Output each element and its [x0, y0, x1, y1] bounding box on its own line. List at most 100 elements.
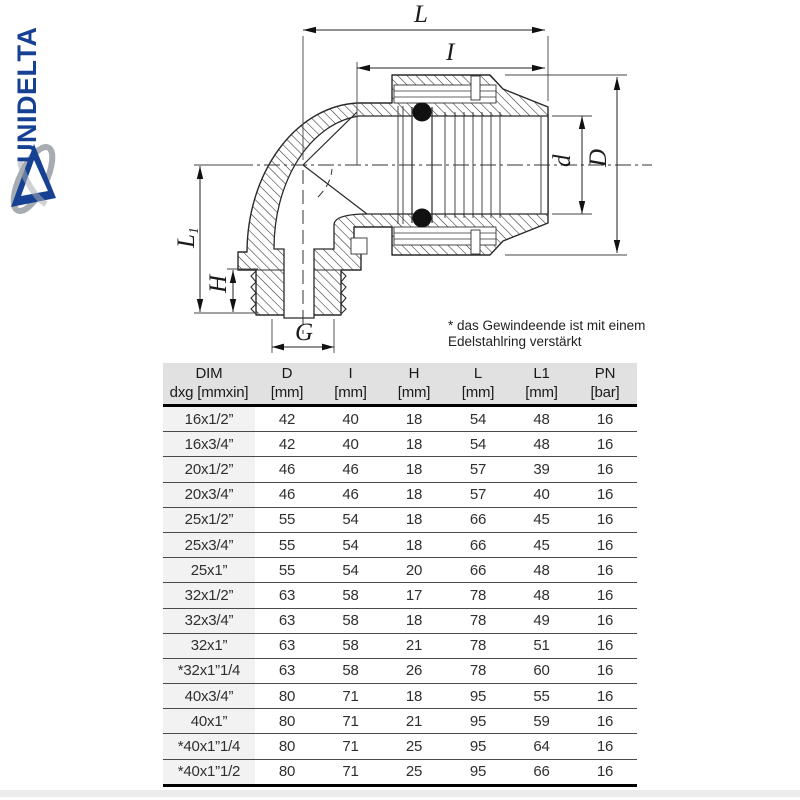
unidelta-logo: UNIDELTA [0, 0, 70, 240]
value-cell: 55 [255, 557, 319, 584]
value-cell: 16 [573, 759, 637, 787]
value-cell: 16 [573, 608, 637, 634]
value-cell: 95 [446, 683, 510, 710]
column-header-D: D[mm] [255, 363, 319, 407]
dim-cell: 40x3/4” [163, 683, 255, 710]
value-cell: 25 [382, 733, 446, 760]
value-cell: 78 [446, 633, 510, 659]
unidelta-swoosh-icon [10, 144, 56, 214]
nut-slit-bottom [470, 229, 481, 255]
value-cell: 21 [382, 633, 446, 659]
value-cell: 63 [255, 608, 319, 634]
value-cell: 71 [319, 683, 382, 710]
value-cell: 55 [255, 507, 319, 533]
dim-label-L1-base: L [173, 234, 200, 249]
value-cell: 45 [510, 507, 573, 533]
nut-thread-gap-top [393, 84, 497, 104]
column-header-L: L[mm] [446, 363, 510, 407]
dim-cell: 25x1/2” [163, 507, 255, 533]
value-cell: 51 [510, 633, 573, 659]
dim-label-H: H [205, 273, 232, 294]
dim-cell: *40x1”1/4 [163, 733, 255, 760]
value-cell: 59 [510, 708, 573, 735]
column-header-L1: L1[mm] [510, 363, 573, 407]
value-cell: 16 [573, 456, 637, 483]
value-cell: 54 [319, 507, 382, 533]
nut-slit-top [470, 75, 481, 101]
value-cell: 16 [573, 532, 637, 559]
value-cell: 16 [573, 557, 637, 584]
footnote-line-2: Edelstahlring verstärkt [448, 334, 582, 349]
dim-label-L1-sub: 1 [187, 227, 202, 234]
column-header-H: H[mm] [382, 363, 446, 407]
value-cell: 39 [510, 456, 573, 483]
value-cell: 46 [319, 482, 382, 508]
value-cell: 16 [573, 405, 637, 433]
value-cell: 80 [255, 683, 319, 710]
value-cell: 16 [573, 708, 637, 735]
value-cell: 16 [573, 658, 637, 685]
column-header-title: DIM [195, 365, 223, 382]
column-header-unit: [mm] [334, 384, 367, 401]
dim-cell: 32x3/4” [163, 608, 255, 634]
dim-cell: 32x1” [163, 633, 255, 659]
o-ring-top [412, 102, 432, 122]
value-cell: 66 [446, 507, 510, 533]
column-header-unit: [mm] [525, 384, 558, 401]
column-header-unit: [mm] [270, 384, 304, 401]
value-cell: 46 [255, 456, 319, 483]
extension-lines [194, 36, 627, 353]
value-cell: 95 [446, 708, 510, 735]
dimension-arrows [196, 26, 621, 351]
dim-cell: 16x3/4” [163, 431, 255, 458]
dim-cell: 40x1” [163, 708, 255, 735]
value-cell: 40 [319, 431, 382, 458]
column-header-title: I [348, 365, 353, 382]
value-cell: 71 [319, 759, 382, 787]
value-cell: 54 [446, 405, 510, 433]
value-cell: 45 [510, 532, 573, 559]
dim-label-I: I [445, 39, 456, 66]
dim-cell: 20x1/2” [163, 456, 255, 483]
value-cell: 55 [255, 532, 319, 559]
value-cell: 16 [573, 431, 637, 458]
orbit-ellipse-front [17, 161, 48, 207]
dim-cell: 25x3/4” [163, 532, 255, 559]
value-cell: 66 [446, 557, 510, 584]
dim-label-D: D [585, 149, 612, 168]
bottom-edge-band [0, 790, 800, 797]
value-cell: 16 [573, 683, 637, 710]
value-cell: 66 [510, 759, 573, 787]
value-cell: 18 [382, 507, 446, 533]
dim-cell: 16x1/2” [163, 405, 255, 433]
column-header-title: L [473, 365, 483, 382]
value-cell: 63 [255, 633, 319, 659]
value-cell: 60 [510, 658, 573, 685]
value-cell: 16 [573, 582, 637, 609]
value-cell: 42 [255, 405, 319, 433]
dim-cell: 20x3/4” [163, 482, 255, 508]
value-cell: 58 [319, 582, 382, 609]
hidden-arc [317, 168, 333, 198]
value-cell: 48 [510, 431, 573, 458]
dim-label-L1: L1 [173, 227, 202, 249]
value-cell: 26 [382, 658, 446, 685]
value-cell: 18 [382, 456, 446, 483]
value-cell: 16 [573, 733, 637, 760]
dim-cell: 25x1” [163, 557, 255, 584]
value-cell: 16 [573, 482, 637, 508]
column-header-unit: [bar] [590, 384, 620, 401]
